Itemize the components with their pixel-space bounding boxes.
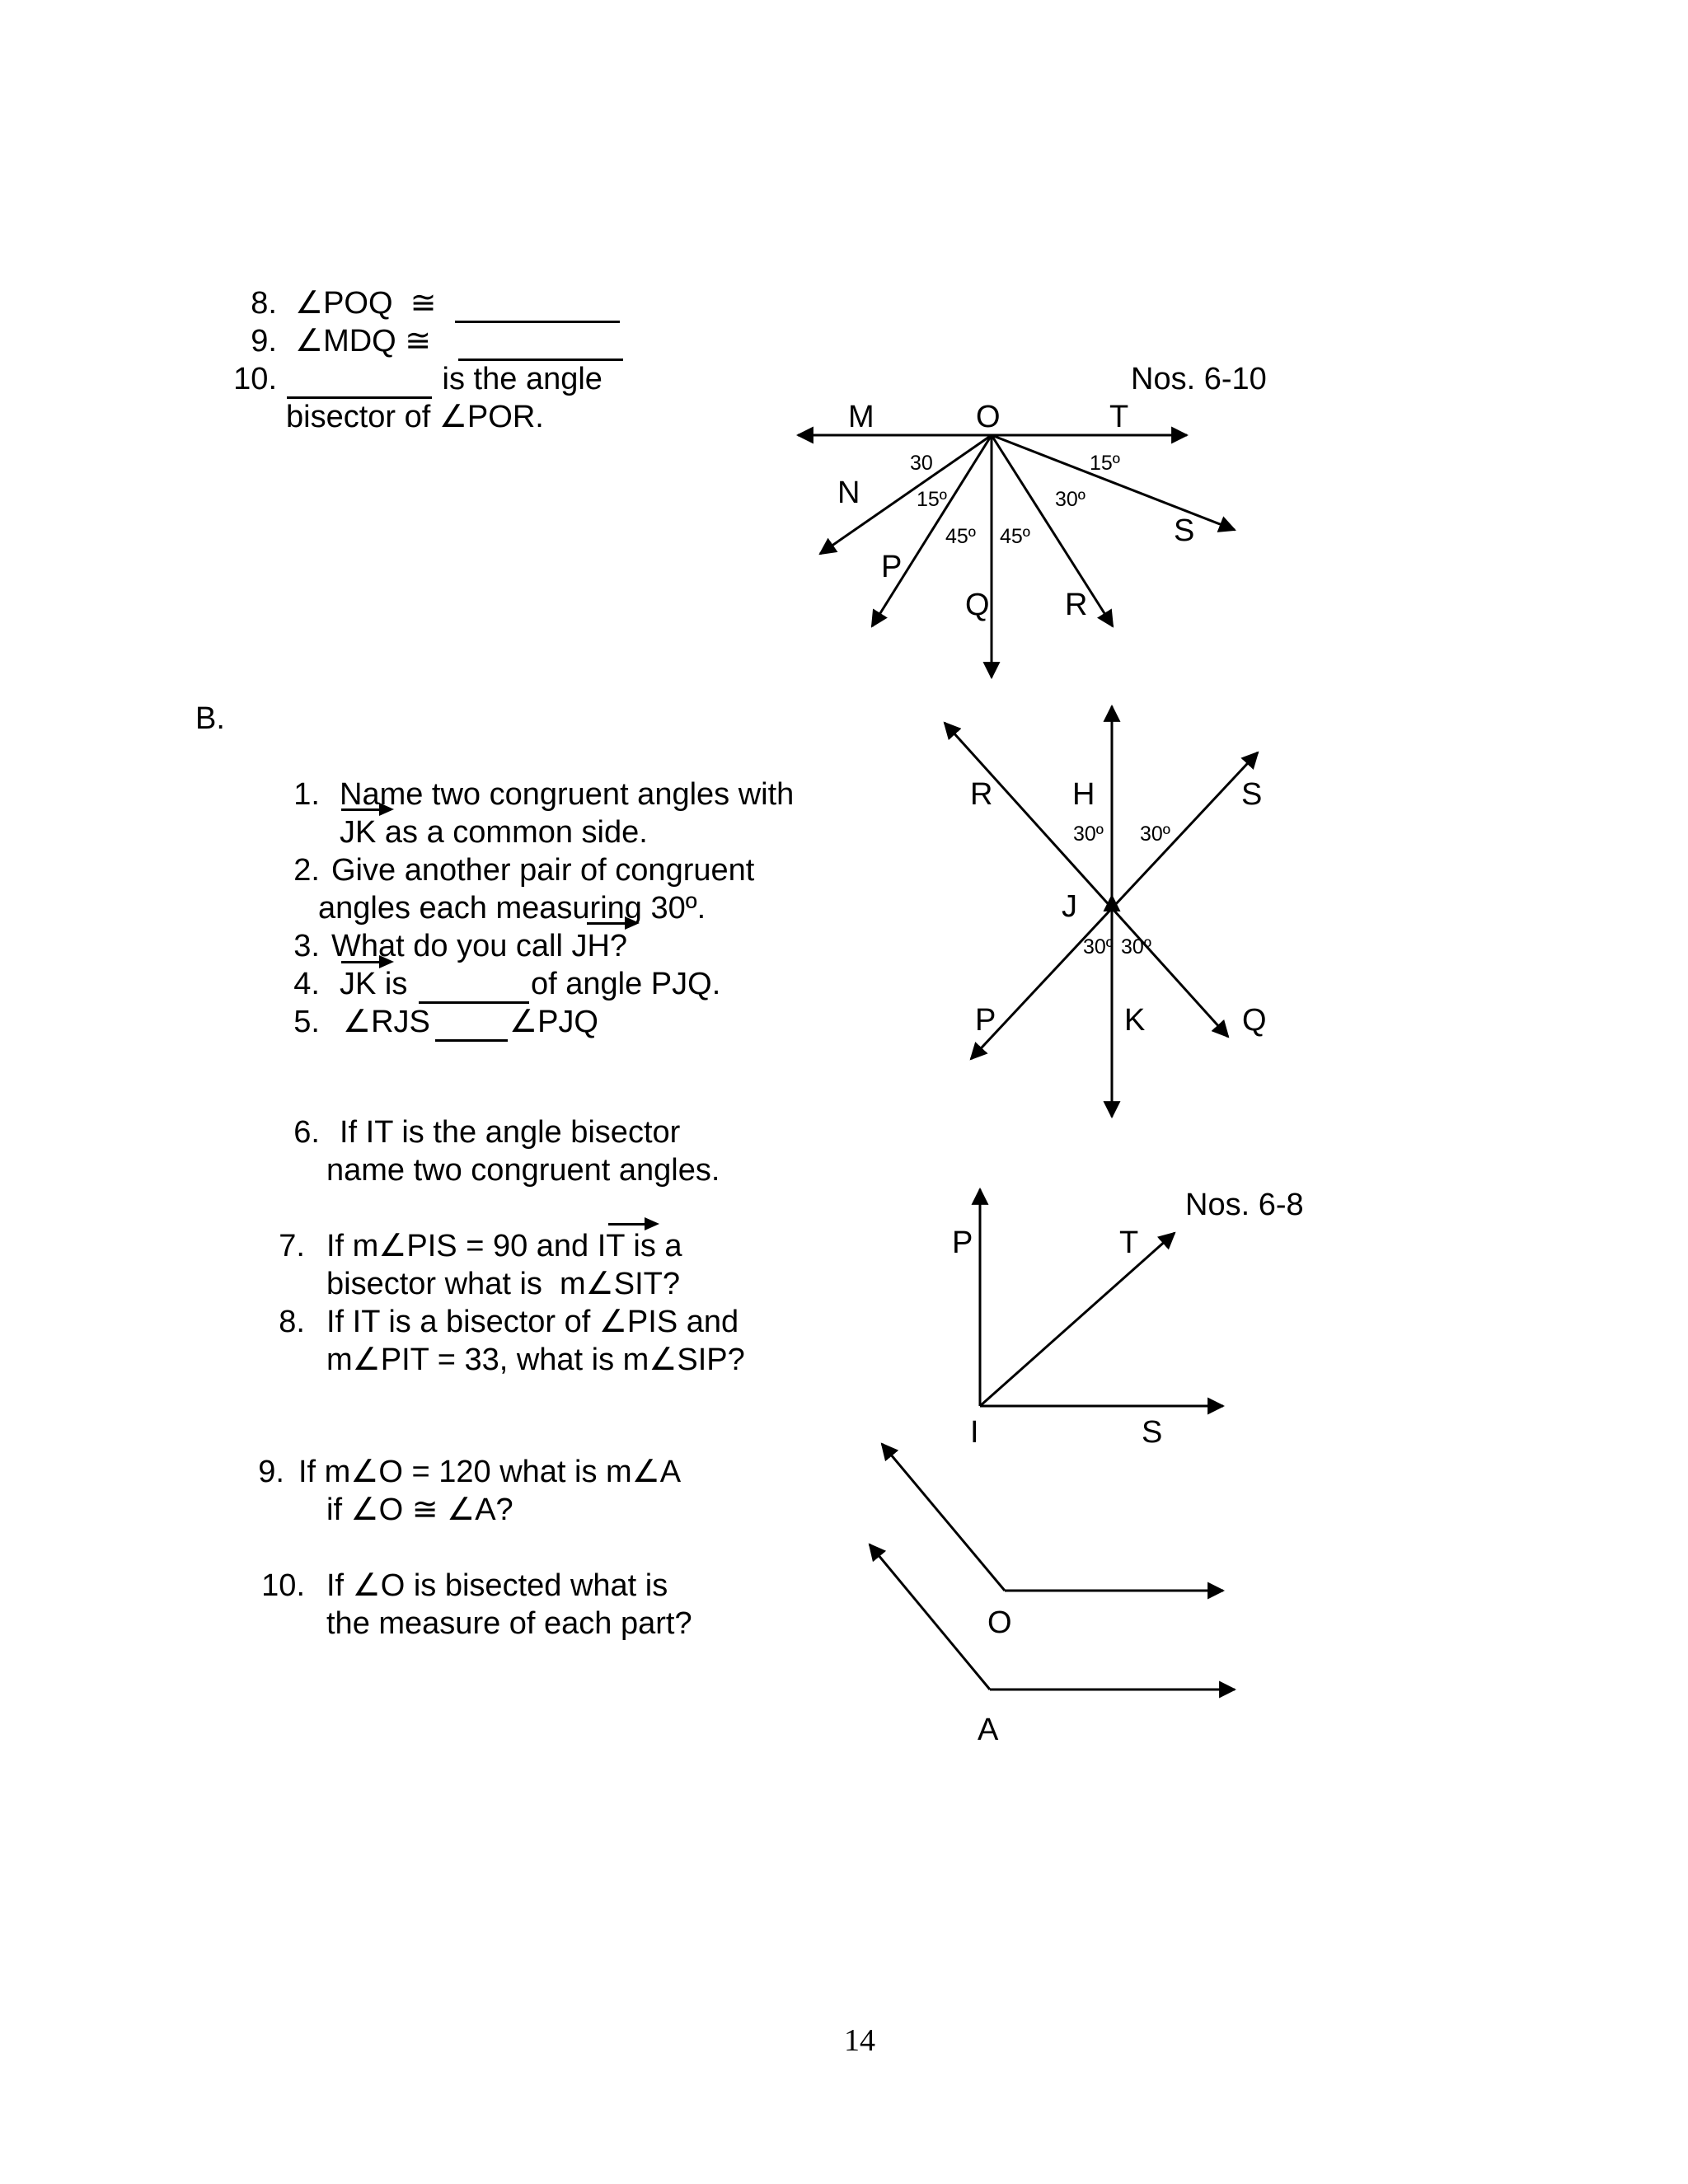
b-question-7-number: 7. — [279, 1229, 305, 1263]
angle-measure-hjs: 30º — [1140, 823, 1170, 846]
question-10-number: 10. — [233, 362, 277, 396]
ray-os — [991, 434, 1236, 532]
b-question-2-continuation: angles each measuring 30º. — [318, 891, 706, 926]
b-question-2-number: 2. — [293, 853, 320, 888]
answer-blank-9[interactable] — [458, 329, 623, 361]
b-question-8-number: 8. — [279, 1305, 305, 1339]
b-question-9-text: If m∠O = 120 what is m∠A — [298, 1455, 682, 1489]
line-rq — [943, 721, 1230, 1038]
b-question-4-text-a: JK is — [340, 967, 416, 1001]
b-question-7-continuation: bisector what is m∠SIT? — [326, 1267, 680, 1301]
angle-measure-sot: 15º — [1090, 452, 1120, 475]
b-question-4-number: 4. — [293, 967, 320, 1001]
label-j-fig1: J — [1062, 889, 1077, 924]
answer-blank-10[interactable] — [287, 367, 432, 399]
b-answer-blank-5[interactable] — [435, 1010, 508, 1042]
angle-measure-rjh: 30º — [1073, 823, 1104, 846]
question-9-text: ∠MDQ ≅ — [295, 324, 432, 359]
figure-caption-nos-6-8: Nos. 6-8 — [1185, 1188, 1304, 1222]
b-question-3-text: What do you call JH? — [331, 929, 628, 963]
label-r: R — [1065, 588, 1088, 622]
b-question-7-text: If m∠PIS = 90 and IT is a — [326, 1229, 682, 1263]
angle-measure-nop: 15º — [917, 488, 947, 511]
question-10-continuation: bisector of ∠POR. — [286, 400, 544, 434]
b-question-6-number: 6. — [293, 1115, 320, 1150]
ray-symbol-it — [608, 1217, 659, 1230]
label-m: M — [848, 400, 874, 434]
b-question-8-text: If IT is a bisector of ∠PIS and — [326, 1305, 739, 1339]
question-8-text: ∠POQ ≅ — [295, 286, 437, 321]
question-9-number: 9. — [251, 324, 277, 359]
label-q-fig1: Q — [1242, 1003, 1267, 1038]
label-s-fig1: S — [1241, 777, 1263, 812]
ray-on — [818, 434, 992, 555]
label-h-fig1: H — [1072, 777, 1095, 812]
b-question-8-continuation: m∠PIT = 33, what is m∠SIP? — [326, 1343, 745, 1377]
b-question-10-text: If ∠O is bisected what is — [326, 1568, 668, 1603]
b-question-10-continuation: the measure of each part? — [326, 1606, 692, 1641]
angle-measure-qor: 45º — [1000, 525, 1030, 548]
line-ps — [969, 751, 1259, 1061]
b-question-5-number: 5. — [293, 1005, 320, 1039]
b-question-6-continuation: name two congruent angles. — [326, 1153, 720, 1188]
ray-op — [870, 434, 993, 628]
angle-measure-mon: 30 — [910, 452, 933, 475]
angle-measure-poq: 45º — [945, 525, 976, 548]
b-question-10-number: 10. — [261, 1568, 305, 1603]
label-s: S — [1174, 513, 1195, 548]
answer-blank-8[interactable] — [455, 291, 620, 323]
ray-symbol-jk-2 — [341, 955, 394, 968]
label-o-fig3: O — [987, 1605, 1012, 1640]
b-question-5-text-b: ∠PJQ — [509, 1005, 598, 1039]
page-number: 14 — [844, 2023, 875, 2058]
label-q: Q — [965, 588, 990, 622]
b-question-3-number: 3. — [293, 929, 320, 963]
angle-measure-pjk: 30º — [1083, 935, 1114, 958]
b-answer-blank-4[interactable] — [419, 972, 529, 1004]
label-k-fig1: K — [1124, 1003, 1146, 1038]
label-r-fig1: R — [970, 777, 993, 812]
angle-a-arm-upper — [868, 1543, 992, 1690]
b-question-1-continuation: JK as a common side. — [340, 815, 648, 850]
b-question-9-number: 9. — [258, 1455, 284, 1489]
angle-measure-ros: 30º — [1055, 488, 1085, 511]
label-a-fig3: A — [978, 1713, 999, 1747]
ray-or — [990, 434, 1114, 628]
label-i-fig2: I — [970, 1415, 979, 1450]
b-question-5-text-a: ∠RJS — [343, 1005, 430, 1039]
label-t-fig2: T — [1119, 1226, 1139, 1260]
label-p-fig1: P — [975, 1003, 996, 1038]
figure-lines-through-j — [943, 704, 1259, 1119]
figure-angle-pis — [971, 1187, 1226, 1415]
b-question-1-number: 1. — [293, 777, 320, 812]
ray-symbol-jk — [341, 803, 394, 816]
b-question-1-text: Name two congruent angles with — [340, 777, 795, 812]
figure-angles-o-a — [868, 1442, 1237, 1699]
label-p-fig2: P — [952, 1226, 973, 1260]
label-n: N — [837, 476, 860, 510]
label-p: P — [881, 550, 903, 584]
figure-caption-nos-6-10: Nos. 6-10 — [1131, 362, 1267, 396]
b-question-6-text: If IT is the angle bisector — [340, 1115, 681, 1150]
b-question-4-text-b: of angle PJQ. — [531, 967, 721, 1001]
ray-it — [979, 1231, 1176, 1408]
question-10-text: is the angle — [434, 362, 603, 396]
label-o: O — [976, 400, 1001, 434]
section-b-heading: B. — [195, 701, 225, 736]
angle-o-arm-upper — [880, 1442, 1006, 1591]
ray-symbol-jh — [587, 916, 640, 930]
angle-measure-kjq: 30º — [1121, 935, 1151, 958]
b-question-9-continuation: if ∠O ≅ ∠A? — [326, 1493, 513, 1527]
b-question-2-text: Give another pair of congruent — [331, 853, 755, 888]
label-s-fig2: S — [1142, 1415, 1163, 1450]
figure-rays-from-o — [795, 426, 1236, 680]
question-8-number: 8. — [251, 286, 277, 321]
label-t: T — [1109, 400, 1129, 434]
